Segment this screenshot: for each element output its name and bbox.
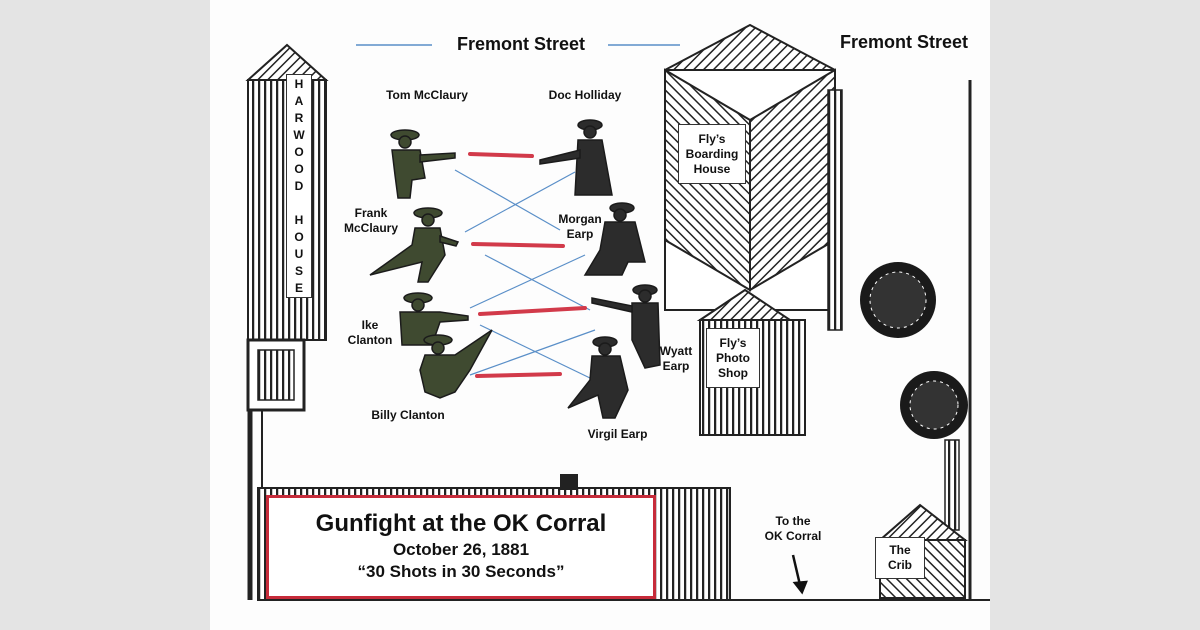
street-label-fremont-right: Fremont Street bbox=[839, 32, 969, 52]
label-line: Fly’s bbox=[698, 131, 726, 146]
label-line: Shop bbox=[718, 365, 748, 380]
harwood-letter: O bbox=[294, 161, 304, 176]
label-line: Frank bbox=[354, 206, 388, 220]
shot-lines bbox=[468, 152, 587, 378]
harwood-letter: R bbox=[294, 110, 304, 125]
label-line: Clanton bbox=[347, 333, 393, 347]
harwood-letter: O bbox=[294, 230, 304, 245]
gunfighter-figure-ike-clanton bbox=[399, 292, 469, 346]
label-ike-clanton: Ike Clanton bbox=[340, 318, 400, 348]
label-tom-mcclaury: Tom McClaury bbox=[386, 88, 468, 102]
label-wyatt-earp: Wyatt Earp bbox=[650, 344, 702, 374]
gunfighter-figure-frank-mcclaury bbox=[369, 207, 460, 283]
harwood-letter bbox=[297, 196, 300, 210]
street-label-fremont-left: Fremont Street bbox=[456, 34, 586, 54]
label-line: Earp bbox=[566, 227, 594, 241]
label-line: Crib bbox=[888, 558, 912, 572]
harwood-letter: E bbox=[294, 281, 303, 296]
harwood-letter: O bbox=[294, 144, 304, 159]
cross-line bbox=[464, 171, 576, 233]
title-quote: “30 Shots in 30 Seconds” bbox=[357, 562, 565, 581]
gunfighter-figure-morgan-earp bbox=[583, 202, 646, 276]
cross-lines bbox=[454, 169, 596, 379]
harwood-letter: H bbox=[294, 76, 304, 91]
label-line: To the bbox=[775, 514, 811, 528]
gunfighter-figure-wyatt-earp bbox=[591, 284, 661, 369]
label-line: House bbox=[693, 161, 731, 176]
title-box: Gunfight at the OK Corral October 26, 18… bbox=[266, 495, 656, 599]
gunfighter-figure-doc-holliday bbox=[539, 119, 613, 196]
harwood-letter: H bbox=[294, 213, 304, 228]
label-morgan-earp: Morgan Earp bbox=[545, 212, 615, 242]
fence-post bbox=[944, 439, 960, 531]
label-line: Morgan bbox=[558, 212, 602, 226]
cross-line bbox=[484, 254, 591, 311]
shot-line bbox=[468, 152, 534, 158]
bush-icon bbox=[860, 262, 936, 338]
harwood-letter: U bbox=[294, 247, 304, 262]
the-crib-label: The Crib bbox=[875, 537, 925, 579]
boarding-house-label: Fly’s Boarding House bbox=[678, 124, 746, 184]
label-billy-clanton: Billy Clanton bbox=[371, 408, 445, 422]
label-virgil-earp: Virgil Earp bbox=[587, 427, 648, 441]
label-line: Ike bbox=[361, 318, 379, 332]
label-line: The bbox=[889, 543, 911, 557]
gunfighter-figure-virgil-earp bbox=[567, 336, 629, 419]
shot-line bbox=[478, 306, 587, 316]
shot-line bbox=[471, 242, 565, 248]
arrow-down-icon bbox=[791, 554, 808, 595]
title-date: October 26, 1881 bbox=[392, 540, 530, 559]
label-doc-holliday: Doc Holliday bbox=[548, 88, 622, 102]
label-line: OK Corral bbox=[764, 529, 822, 543]
gunfighter-figure-billy-clanton bbox=[419, 329, 493, 399]
label-line: Wyatt bbox=[659, 344, 693, 358]
cross-line bbox=[469, 329, 596, 376]
label-frank-mcclaury: Frank McClaury bbox=[336, 206, 406, 236]
shot-line bbox=[475, 372, 562, 378]
harwood-letter: W bbox=[293, 127, 305, 142]
label-line: Boarding bbox=[685, 146, 739, 161]
label-line: McClaury bbox=[343, 221, 399, 235]
photo-shop-label: Fly’s Photo Shop bbox=[706, 328, 760, 388]
bush-icon bbox=[900, 371, 968, 439]
gunfighter-figure-tom-mcclaury bbox=[390, 129, 456, 199]
to-ok-corral-label: To the OK Corral bbox=[748, 514, 838, 544]
label-line: Earp bbox=[662, 359, 690, 373]
label-line: Photo bbox=[716, 350, 750, 365]
harwood-letter: S bbox=[294, 264, 303, 279]
harwood-letter: A bbox=[294, 93, 304, 108]
harwood-letter: D bbox=[294, 178, 304, 193]
label-line: Fly’s bbox=[719, 335, 747, 350]
cross-line bbox=[469, 254, 586, 309]
cross-line bbox=[454, 169, 561, 231]
title-main: Gunfight at the OK Corral bbox=[315, 510, 607, 537]
